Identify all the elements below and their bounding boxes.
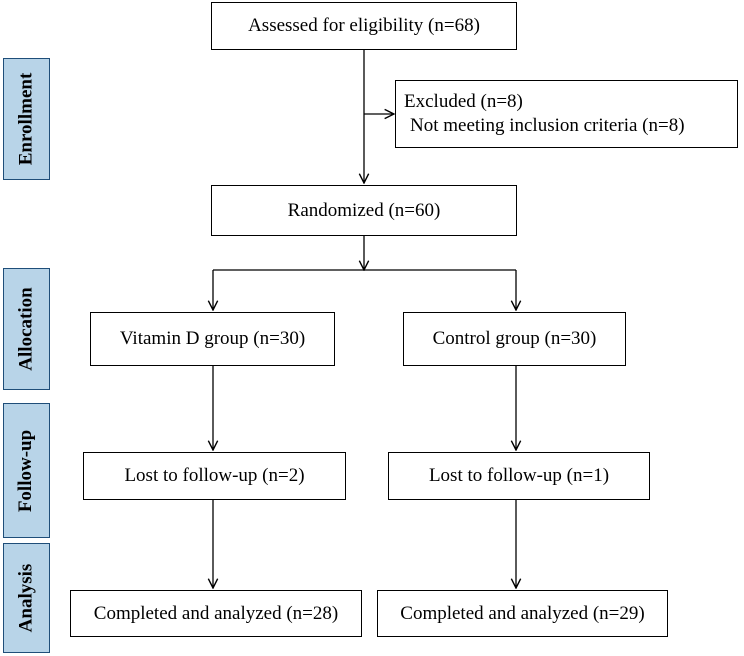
- box-lost-vitd-text: Lost to follow-up (n=2): [124, 465, 305, 487]
- box-lost-control: Lost to follow-up (n=1): [388, 452, 650, 500]
- box-randomized: Randomized (n=60): [211, 185, 517, 236]
- box-vitd-group: Vitamin D group (n=30): [90, 312, 335, 366]
- stage-followup: Follow-up: [3, 403, 50, 538]
- stage-analysis: Analysis: [3, 543, 50, 653]
- box-excluded-reason: Not meeting inclusion criteria (n=8): [410, 115, 685, 136]
- box-lost-control-text: Lost to follow-up (n=1): [428, 465, 610, 487]
- box-excluded: Excluded (n=8) Not meeting inclusion cri…: [395, 80, 738, 148]
- box-excluded-title: Excluded (n=8): [404, 91, 523, 113]
- box-control-group: Control group (n=30): [403, 312, 626, 366]
- box-assessed-text: Assessed for eligibility (n=68): [248, 15, 480, 37]
- box-randomized-text: Randomized (n=60): [287, 199, 441, 221]
- box-completed-control-text: Completed and analyzed (n=29): [400, 602, 645, 624]
- box-vitd-group-text: Vitamin D group (n=30): [119, 328, 306, 350]
- box-assessed: Assessed for eligibility (n=68): [211, 2, 517, 50]
- stage-allocation: Allocation: [3, 268, 50, 390]
- box-completed-control: Completed and analyzed (n=29): [377, 590, 668, 637]
- stage-enrollment: Enrollment: [3, 58, 50, 180]
- box-control-group-text: Control group (n=30): [432, 328, 597, 350]
- box-completed-vitd-text: Completed and analyzed (n=28): [93, 602, 339, 624]
- box-completed-vitd: Completed and analyzed (n=28): [70, 590, 362, 637]
- box-lost-vitd: Lost to follow-up (n=2): [83, 452, 346, 500]
